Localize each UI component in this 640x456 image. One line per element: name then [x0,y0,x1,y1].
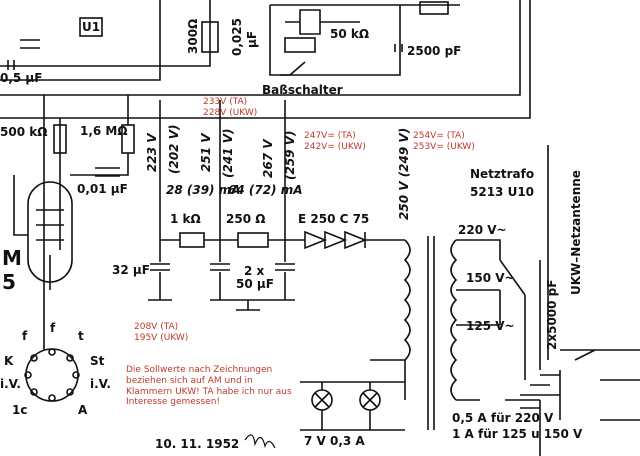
annot-228: 228V (UKW) [203,108,258,118]
c32-label: 32 μF [112,263,150,277]
trafo-pri-coil [450,239,458,401]
netztrafo-label: Netztrafo [470,167,535,181]
c05-plates [20,39,40,49]
v202-label: (202 V) [167,124,181,174]
v220-label: 220 V~ [458,223,507,237]
pin-iV1: i.V. [0,377,21,391]
v251-label: 251 V [199,133,213,172]
ukw-antenna-label: UKW–Netzantenne [569,170,583,295]
rect-label: E 250 C 75 [298,212,370,226]
trafo-sec-coil [403,239,411,361]
top-resistor [285,9,360,35]
pin-1c: 1c [12,403,28,417]
pin-K: K [4,354,14,368]
r300-body [201,21,219,53]
c05-label: 0,5 μF [0,71,43,85]
annot-254: 254V= (TA) [413,131,465,141]
trafo-core [427,236,435,430]
pin-iV2: i.V. [90,377,111,391]
pin-St: St [90,354,105,368]
hv-bus-top [0,0,521,96]
c0025-label: 0,025 [230,18,244,56]
c001-label: 0,01 μF [77,182,128,196]
pin-f2: f [50,321,56,335]
v250-label: 250 V (249 V) [397,127,411,220]
pin-f1: f [22,329,28,343]
c2500-label: 2500 pF [407,44,462,58]
date-label: 10. 11. 1952 [155,437,240,451]
fuse2-label: 1 A für 125 u 150 V [452,427,583,441]
fuse1-label: 0,5 A für 220 V [452,411,554,425]
r1k-label: 1 kΩ [170,212,201,226]
trafo-type-label: 5213 U10 [470,185,535,199]
annot-note: Die Sollwerte nach Zeichnungen beziehen … [126,365,292,408]
tube-m-label: M [2,246,22,270]
bass-switch-label: Baßschalter [262,83,343,97]
c0025-unit: μF [245,30,259,48]
v150-label: 150 V~ [466,271,515,285]
v259-label: (259 V) [283,130,297,180]
hv-bus-2 [0,0,531,119]
c001-plates [95,167,120,177]
annot-253: 253V= (UKW) [413,142,475,152]
r500k-label: 500 kΩ [0,125,48,139]
r1k-body [179,232,205,248]
annot-208: 208V (TA) [134,322,179,332]
line-300ohm [0,0,211,67]
c32 [148,240,172,301]
pin-t: t [78,329,84,343]
lamp-label: 7 V 0,3 A [304,434,365,448]
r500k-body [53,124,67,154]
rectifier-symbol [304,230,368,250]
c2500-plates [394,44,403,52]
r300-label: 300Ω [186,18,200,54]
r250-body [237,232,269,248]
line-upper [0,0,161,81]
c2x50-label-b: 50 μF [236,277,274,291]
v267-label: 267 V [261,139,275,178]
annot-233: 233V (TA) [203,97,248,107]
r16m-label: 1,6 MΩ [80,124,128,138]
c50b [275,240,295,300]
r250-label: 250 Ω [226,212,266,226]
i28-label: 28 (39) mA [166,183,241,197]
pin-A: A [78,403,88,417]
annot-195: 195V (UKW) [134,333,189,343]
v223-label: 223 V [145,133,159,172]
r50k-body [284,37,316,53]
annot-242: 242V= (UKW) [304,142,366,152]
bass-network [269,4,460,76]
c2x50-label-a: 2 x [244,264,265,278]
r50k-label: 50 kΩ [330,27,370,41]
v241-label: (241 V) [221,128,235,178]
v125-label: 125 V~ [466,319,515,333]
c2x5000-label: 2x5000 pF [545,279,559,350]
u1-box [79,17,103,37]
tube-5-label: 5 [2,270,16,294]
tube-socket [25,348,79,402]
annot-247: 247V= (TA) [304,131,356,141]
c50a [210,240,230,300]
u1-label: U1 [82,20,101,34]
i64-label: 64 (72) mA [228,183,303,197]
